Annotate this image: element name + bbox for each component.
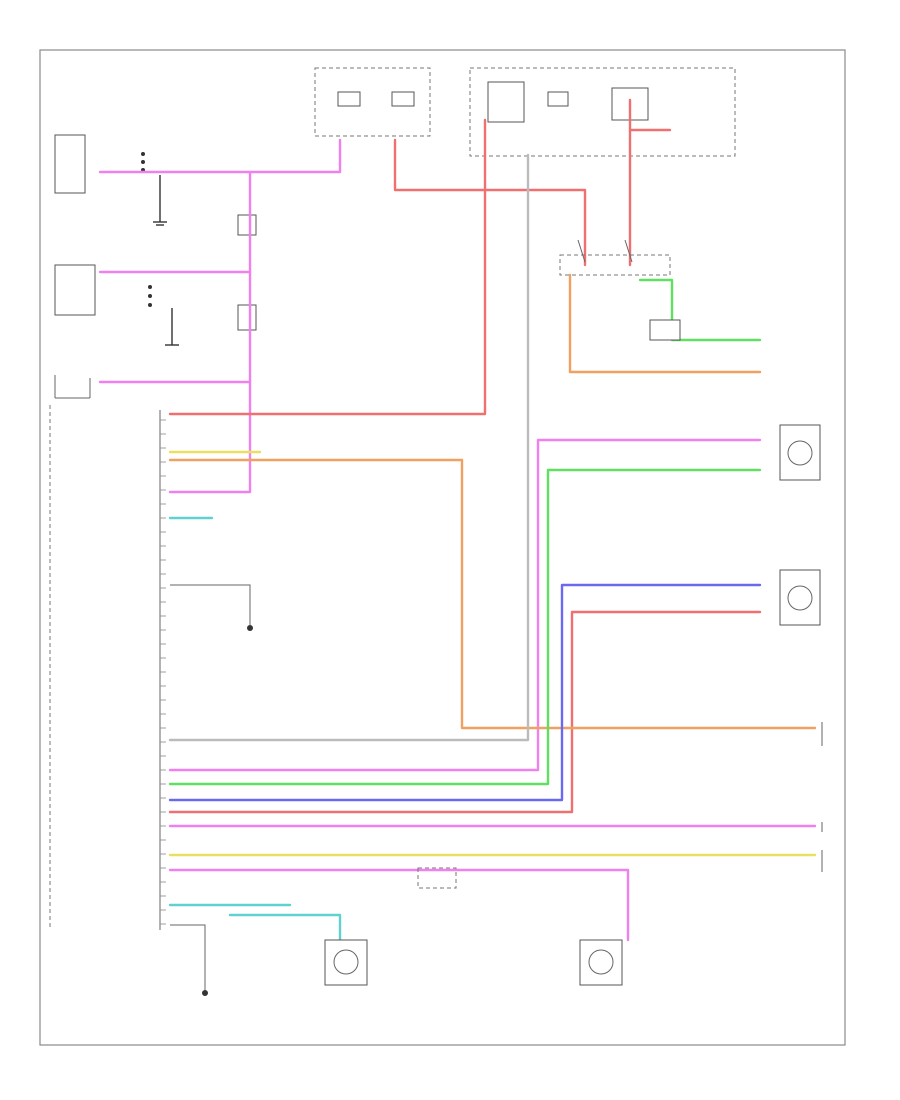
component-top-left — [54, 134, 145, 194]
motor-lower-right — [779, 569, 821, 626]
component-mid-left — [54, 264, 152, 316]
relay-top-right — [559, 239, 671, 276]
wire-black-ground-lower — [170, 584, 251, 625]
fuse-block-left — [314, 67, 431, 137]
wire-green-long — [168, 468, 762, 786]
wire-pink-top — [98, 138, 342, 494]
wire-blue-long — [168, 583, 762, 802]
wire-red-main — [168, 118, 487, 416]
wire-green-relay — [638, 278, 762, 342]
diagram-frame — [39, 49, 846, 1046]
ground-mid-left — [165, 308, 179, 346]
connector-b — [237, 304, 257, 331]
connector-a — [237, 214, 257, 236]
wire-red-fuse — [628, 98, 672, 267]
wire-black-bottom — [170, 924, 206, 990]
wire-pink-drop — [168, 868, 630, 942]
motor-bottom-left — [324, 939, 368, 986]
switch-left — [54, 375, 91, 399]
motor-upper-right — [779, 424, 821, 481]
ground-top-left — [153, 175, 167, 226]
wire-red-long — [168, 610, 762, 814]
wire-gray-vertical — [168, 153, 530, 742]
module-bottom-center — [417, 867, 457, 889]
module-connector-column — [49, 405, 161, 930]
fuse-block-right — [469, 67, 736, 157]
wire-pink-long — [168, 438, 762, 772]
motor-bottom-right — [579, 939, 623, 986]
ground-bottom-left — [202, 990, 208, 996]
wire-cyan-lower — [168, 903, 342, 942]
connector-pins — [160, 419, 166, 925]
relay-small — [649, 319, 681, 341]
wire-red-top — [393, 138, 587, 267]
wire-orange-top — [568, 273, 762, 374]
ground-lower-middle — [247, 625, 253, 631]
wire-orange-long — [168, 458, 817, 730]
